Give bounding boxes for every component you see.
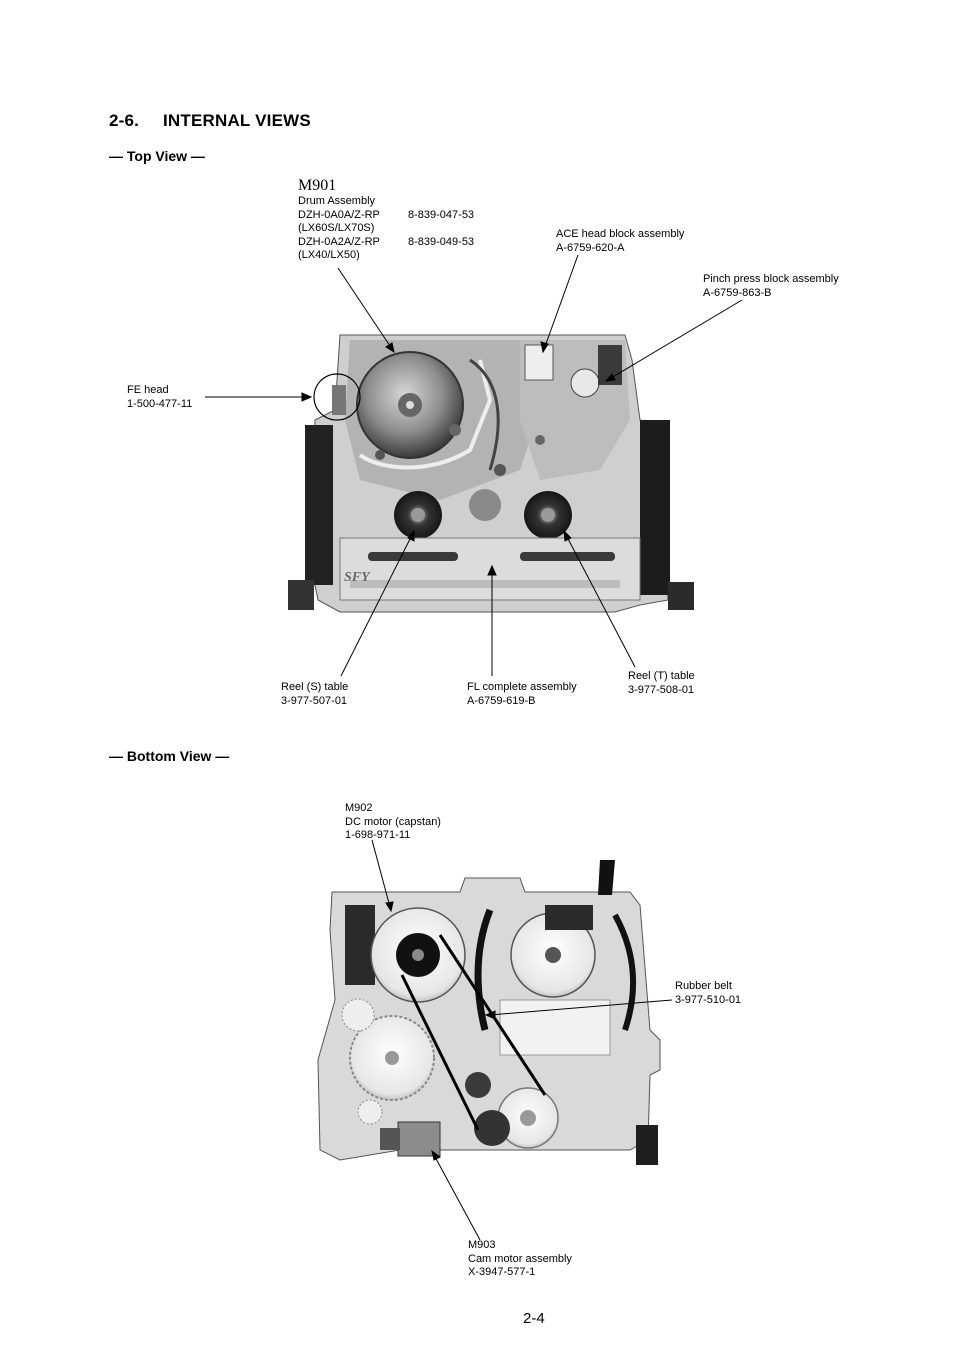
page-number: 2-4 <box>523 1310 545 1327</box>
reel-s-part: 3-977-507-01 <box>281 694 348 707</box>
rubber-belt-part: 3-977-510-01 <box>675 993 742 1006</box>
m901-label: M901 Drum Assembly DZH-0A0A/Z-RP 8-839-04… <box>298 177 474 263</box>
m901-ref: M901 <box>298 177 337 194</box>
m901-row-3: DZH-0A2A/Z-RP 8-839-049-53 <box>298 236 474 250</box>
section-number: 2-6. <box>109 111 140 130</box>
m901-model-1: DZH-0A0A/Z-RP <box>298 208 380 221</box>
reel-t-label: Reel (T) table 3-977-508-01 <box>628 670 695 697</box>
section-header: 2-6. INTERNAL VIEWS <box>109 111 311 131</box>
fl-label: FL complete assembly A-6759-619-B <box>467 681 577 708</box>
m901-model-2: (LX60S/LX70S) <box>298 222 375 234</box>
bottom-view-heading: — Bottom View — <box>109 748 230 764</box>
pinch-part: A-6759-863-B <box>703 286 772 299</box>
reel-s-label: Reel (S) table 3-977-507-01 <box>281 681 348 708</box>
photo-mark: SFY <box>344 570 370 585</box>
m901-row-4: (LX40/LX50) <box>298 249 474 263</box>
m901-part-1: 8-839-047-53 <box>408 208 475 221</box>
ace-head-part: A-6759-620-A <box>556 241 625 254</box>
m902-part: 1-698-971-11 <box>345 829 411 841</box>
fe-head-name: FE head <box>127 384 169 396</box>
rubber-belt-name: Rubber belt <box>675 980 732 992</box>
fe-head-part: 1-500-477-11 <box>127 397 193 410</box>
section-title: INTERNAL VIEWS <box>162 111 311 130</box>
reel-t-part: 3-977-508-01 <box>628 683 695 696</box>
fl-name: FL complete assembly <box>467 681 577 693</box>
m903-ref: M903 <box>468 1239 496 1251</box>
pinch-label: Pinch press block assembly A-6759-863-B <box>703 273 839 300</box>
m901-model-4: (LX40/LX50) <box>298 249 360 261</box>
m902-ref: M902 <box>345 802 373 814</box>
m901-model-3: DZH-0A2A/Z-RP <box>298 235 380 248</box>
reel-t-name: Reel (T) table <box>628 670 695 682</box>
ace-head-label: ACE head block assembly A-6759-620-A <box>556 228 684 255</box>
pinch-name: Pinch press block assembly <box>703 273 839 285</box>
m901-part-3: 8-839-049-53 <box>408 235 475 248</box>
m901-name: Drum Assembly <box>298 195 376 207</box>
m902-label: M902 DC motor (capstan) 1-698-971-11 <box>345 802 441 843</box>
rubber-belt-label: Rubber belt 3-977-510-01 <box>675 980 741 1007</box>
m903-name: Cam motor assembly <box>468 1252 572 1265</box>
m902-name: DC motor (capstan) <box>345 815 441 828</box>
fl-part: A-6759-619-B <box>467 694 536 707</box>
ace-head-name: ACE head block assembly <box>556 228 685 240</box>
m901-row-1: DZH-0A0A/Z-RP 8-839-047-53 <box>298 209 474 223</box>
bottom-chassis <box>317 860 661 1165</box>
fe-head-label: FE head 1-500-477-11 <box>127 384 192 411</box>
top-view-heading: — Top View — <box>109 148 205 164</box>
m903-label: M903 Cam motor assembly X-3947-577-1 <box>468 1239 572 1280</box>
m901-row-2: (LX60S/LX70S) <box>298 222 474 236</box>
m903-part: X-3947-577-1 <box>468 1266 536 1278</box>
reel-s-name: Reel (S) table <box>281 681 349 693</box>
top-chassis <box>288 334 694 613</box>
